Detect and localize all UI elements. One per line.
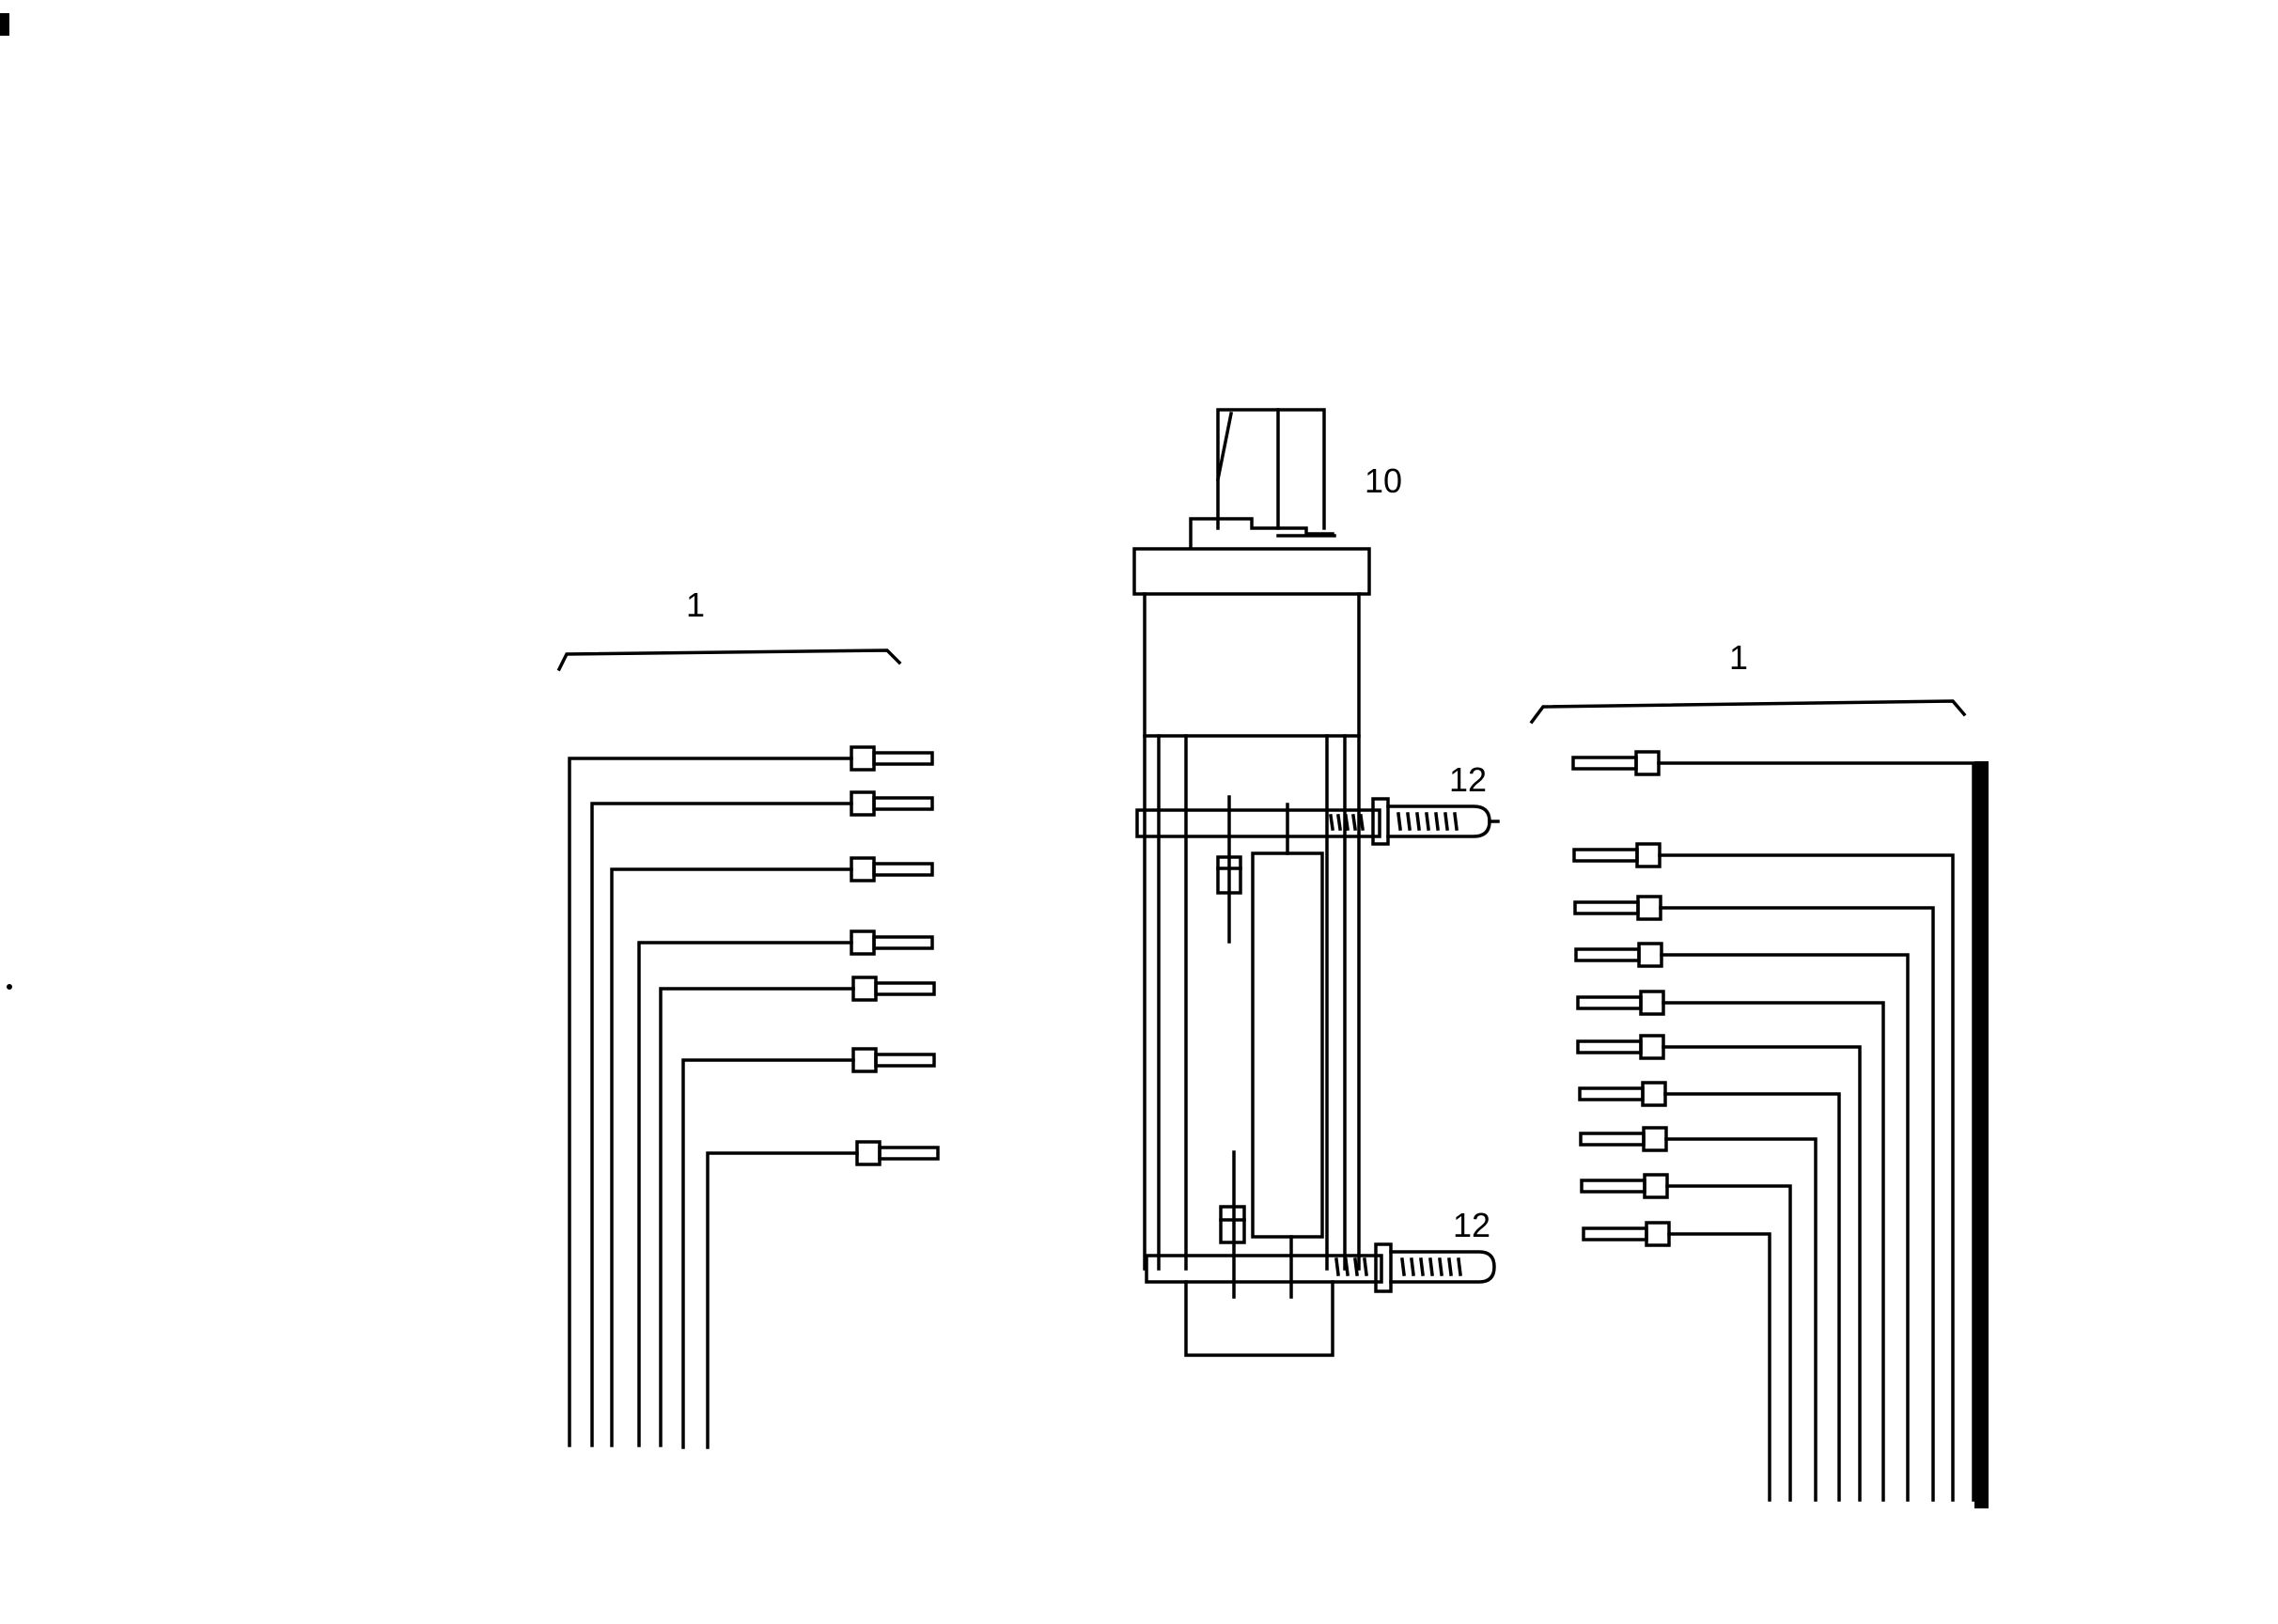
right-wire-9 bbox=[1665, 1184, 1792, 1502]
right-wire-10 bbox=[1667, 1232, 1771, 1502]
right-connector-9 bbox=[1643, 1173, 1669, 1199]
right-pin-1 bbox=[1571, 756, 1638, 771]
right-connector-6 bbox=[1639, 1034, 1665, 1060]
left-pin-6 bbox=[874, 1053, 936, 1068]
right-edge-bar bbox=[1974, 761, 1989, 1508]
left-wires bbox=[568, 745, 940, 1449]
right-wire-6 bbox=[1662, 1045, 1862, 1502]
clamp-bottom-screw bbox=[1389, 1250, 1496, 1284]
right-connector-1 bbox=[1634, 750, 1661, 776]
right-connector-10 bbox=[1645, 1221, 1671, 1247]
sensor-block-upper bbox=[1216, 855, 1242, 895]
left-wire-7 bbox=[706, 1151, 859, 1449]
inner-window bbox=[1251, 851, 1324, 1239]
right-pin-10 bbox=[1582, 1226, 1648, 1241]
clamp-top-collar bbox=[1371, 797, 1390, 846]
left-connector-2 bbox=[850, 790, 876, 817]
right-connector-4 bbox=[1637, 942, 1663, 968]
left-connector-6 bbox=[851, 1047, 878, 1073]
left-pin-7 bbox=[878, 1146, 940, 1161]
right-connector-2 bbox=[1635, 842, 1662, 868]
left-wire-6 bbox=[681, 1058, 855, 1449]
right-wire-2 bbox=[1658, 853, 1955, 1502]
clamp-bottom: 12 bbox=[1145, 1206, 1496, 1293]
right-wires bbox=[1571, 750, 1975, 1502]
left-group-label: 1 bbox=[686, 586, 705, 624]
right-wire-4 bbox=[1660, 953, 1910, 1502]
right-pin-8 bbox=[1579, 1132, 1646, 1147]
clamp-bottom-collar bbox=[1374, 1242, 1393, 1293]
scan-dot bbox=[7, 984, 12, 990]
right-pin-9 bbox=[1580, 1179, 1646, 1194]
body-outer-walls bbox=[1143, 592, 1361, 1271]
right-group-label: 1 bbox=[1729, 638, 1748, 677]
body-inner-rails bbox=[1157, 734, 1347, 1271]
right-connector-5 bbox=[1639, 990, 1665, 1016]
right-connector-7 bbox=[1641, 1081, 1667, 1107]
right-wire-5 bbox=[1662, 1001, 1885, 1502]
clamp-top-label: 12 bbox=[1449, 760, 1487, 799]
clamp-bottom-label: 12 bbox=[1453, 1206, 1490, 1244]
left-connector-5 bbox=[851, 976, 878, 1002]
right-pin-4 bbox=[1574, 947, 1641, 962]
right-pin-6 bbox=[1576, 1039, 1643, 1054]
right-connector-8 bbox=[1642, 1126, 1668, 1152]
bottom-section bbox=[1184, 1280, 1334, 1357]
left-connector-4 bbox=[850, 929, 876, 956]
right-pin-5 bbox=[1576, 995, 1643, 1010]
right-wire-7 bbox=[1663, 1092, 1841, 1502]
left-pin-1 bbox=[872, 751, 934, 766]
clamp-bottom-band bbox=[1145, 1254, 1383, 1284]
left-wire-2 bbox=[590, 802, 853, 1447]
left-connector-7 bbox=[855, 1140, 882, 1166]
top-mount bbox=[1189, 517, 1334, 549]
left-wire-3 bbox=[610, 867, 853, 1447]
clamp-top-band bbox=[1135, 808, 1381, 838]
left-wire-5 bbox=[659, 987, 855, 1447]
right-wire-3 bbox=[1659, 906, 1935, 1502]
left-pin-3 bbox=[872, 862, 934, 877]
left-bundle: 1 bbox=[556, 586, 940, 1449]
left-wire-1 bbox=[568, 757, 853, 1447]
top-housing-bevel bbox=[1215, 411, 1234, 482]
top-housing bbox=[1216, 408, 1326, 530]
left-connector-1 bbox=[850, 745, 876, 772]
clamp-top-screw bbox=[1386, 804, 1491, 838]
clamp-top: 12 bbox=[1135, 760, 1500, 846]
left-pin-5 bbox=[874, 981, 936, 996]
right-wire-8 bbox=[1664, 1137, 1818, 1502]
right-pin-2 bbox=[1572, 848, 1639, 863]
cap-plate bbox=[1132, 547, 1371, 596]
right-connector-3 bbox=[1636, 895, 1662, 921]
scan-mark bbox=[0, 13, 9, 36]
sensor-block-lower bbox=[1219, 1205, 1246, 1244]
right-bundle: 1 bbox=[1529, 638, 1989, 1508]
left-pin-4 bbox=[872, 935, 934, 950]
left-pin-2 bbox=[872, 796, 934, 811]
clamp-bottom-threads bbox=[1334, 1257, 1462, 1276]
right-pin-3 bbox=[1573, 900, 1640, 915]
right-group-bracket bbox=[1529, 699, 1967, 725]
left-group-bracket bbox=[556, 648, 902, 672]
right-wire-1 bbox=[1657, 761, 1975, 1502]
left-wire-4 bbox=[637, 941, 853, 1447]
clamp-top-threads bbox=[1329, 812, 1459, 831]
left-connector-3 bbox=[850, 856, 876, 882]
central-unit: 10 12 bbox=[1132, 408, 1500, 1357]
right-pin-7 bbox=[1578, 1086, 1645, 1101]
unit-label: 10 bbox=[1365, 461, 1402, 500]
